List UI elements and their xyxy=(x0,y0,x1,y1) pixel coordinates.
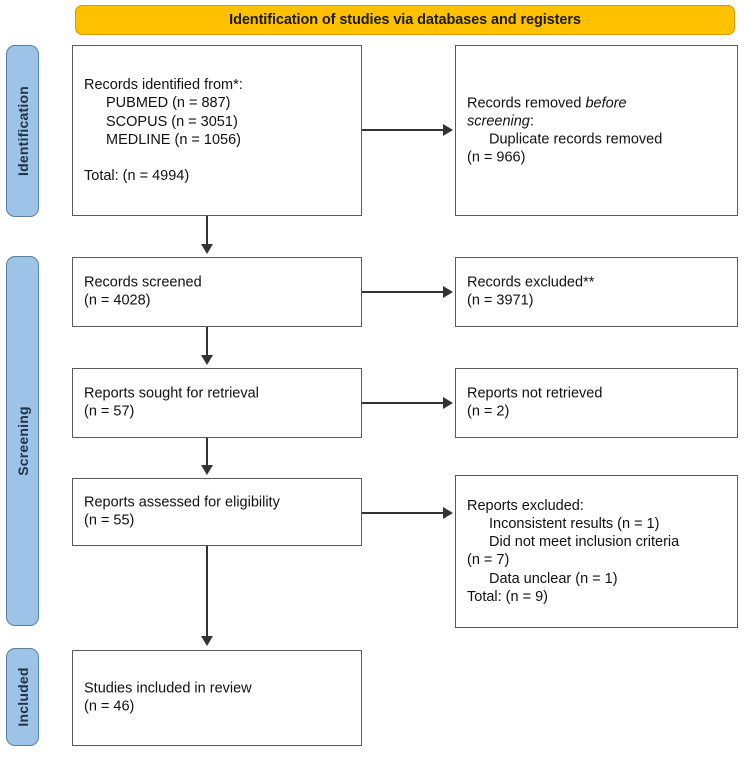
reports-assessed-n: (n = 55) xyxy=(84,513,135,529)
arrowhead-screened-to-excluded xyxy=(443,286,453,298)
stage-label-identification: Identification xyxy=(14,86,31,176)
studies-included-title: Studies included in review xyxy=(84,680,252,697)
box-reports-excluded-text: Reports excluded:Inconsistent results (n… xyxy=(467,497,731,607)
reports-sought-n: (n = 57) xyxy=(84,404,135,420)
box-reports-not-retrieved-text: Reports not retrieved (n = 2) xyxy=(467,385,731,422)
stage-bar-included: Included xyxy=(6,648,39,746)
stage-label-screening: Screening xyxy=(14,406,31,476)
arrowhead-sought-to-assessed xyxy=(201,465,213,475)
connector-sought-to-assessed xyxy=(206,438,208,467)
box-studies-included: Studies included in review (n = 46) xyxy=(72,650,362,746)
reports-not-retrieved-title: Reports not retrieved xyxy=(467,385,603,402)
connector-assessed-to-excluded xyxy=(362,512,443,514)
box-records-excluded: Records excluded** (n = 3971) xyxy=(455,257,738,327)
connector-screened-to-excluded xyxy=(362,291,443,293)
records-removed-detail: Duplicate records removed xyxy=(489,131,663,148)
arrowhead-identified-to-screened xyxy=(201,244,213,254)
box-reports-sought: Reports sought for retrieval (n = 57) xyxy=(72,368,362,438)
connector-sought-to-not-retrieved xyxy=(362,402,443,404)
connector-identified-to-removed xyxy=(362,129,443,131)
box-records-excluded-text: Records excluded** (n = 3971) xyxy=(467,274,731,311)
records-removed-line1-plain: Records removed xyxy=(467,94,586,111)
box-reports-assessed-text: Reports assessed for eligibility (n = 55) xyxy=(84,494,355,531)
stage-label-included: Included xyxy=(14,667,31,727)
connector-assessed-to-included xyxy=(206,546,208,638)
stage-bar-identification: Identification xyxy=(6,45,39,217)
arrowhead-identified-to-removed xyxy=(443,124,453,136)
arrowhead-sought-to-not-retrieved xyxy=(443,397,453,409)
box-records-identified: Records identified from*: PUBMED (n = 887… xyxy=(72,45,362,216)
reports-excluded-reason-criteria: Did not meet inclusion criteria xyxy=(489,534,680,551)
records-identified-title: Records identified from*: xyxy=(84,77,243,93)
diagram-header-banner: Identification of studies via databases … xyxy=(75,5,735,35)
stage-bar-screening: Screening xyxy=(6,256,39,626)
reports-excluded-reason-inconsistent: Inconsistent results (n = 1) xyxy=(489,515,660,532)
records-excluded-n: (n = 3971) xyxy=(467,293,534,309)
box-records-identified-text: Records identified from*: PUBMED (n = 887… xyxy=(84,76,355,186)
box-studies-included-text: Studies included in review (n = 46) xyxy=(84,680,355,717)
records-screened-n: (n = 4028) xyxy=(84,293,151,309)
records-removed-detail-n: (n = 966) xyxy=(467,149,526,166)
studies-included-n: (n = 46) xyxy=(84,699,135,715)
records-screened-title: Records screened xyxy=(84,274,202,291)
box-records-removed: Records removed before screening:Duplicat… xyxy=(455,45,738,216)
connector-screened-to-sought xyxy=(206,327,208,357)
box-reports-assessed: Reports assessed for eligibility (n = 55) xyxy=(72,478,362,546)
reports-excluded-title: Reports excluded: xyxy=(467,497,584,514)
reports-excluded-total: Total: (n = 9) xyxy=(467,589,548,606)
diagram-header-title: Identification of studies via databases … xyxy=(229,12,581,28)
box-records-screened-text: Records screened (n = 4028) xyxy=(84,274,355,311)
reports-sought-title: Reports sought for retrieval xyxy=(84,385,259,402)
records-identified-source-pubmed: PUBMED (n = 887) xyxy=(106,95,231,112)
box-reports-excluded: Reports excluded:Inconsistent results (n… xyxy=(455,475,738,628)
reports-excluded-reason-data-unclear: Data unclear (n = 1) xyxy=(489,570,618,587)
records-removed-line2-plain: : xyxy=(529,113,534,130)
records-identified-source-scopus: SCOPUS (n = 3051) xyxy=(106,113,238,130)
records-identified-source-medline: MEDLINE (n = 1056) xyxy=(106,131,241,148)
records-removed-line1-italic: before xyxy=(585,94,627,111)
reports-not-retrieved-n: (n = 2) xyxy=(467,404,510,420)
box-records-screened: Records screened (n = 4028) xyxy=(72,257,362,327)
box-reports-sought-text: Reports sought for retrieval (n = 57) xyxy=(84,385,355,422)
records-excluded-title: Records excluded** xyxy=(467,274,595,291)
arrowhead-screened-to-sought xyxy=(201,355,213,365)
connector-identified-to-screened xyxy=(206,216,208,246)
arrowhead-assessed-to-excluded xyxy=(443,507,453,519)
box-records-removed-text: Records removed before screening:Duplicat… xyxy=(467,94,731,167)
records-identified-total: Total: (n = 4994) xyxy=(84,168,190,185)
reports-excluded-reason-criteria-n: (n = 7) xyxy=(467,552,510,569)
reports-assessed-title: Reports assessed for eligibility xyxy=(84,494,280,511)
records-removed-line2-italic: screening xyxy=(467,113,530,130)
arrowhead-assessed-to-included xyxy=(201,636,213,646)
box-reports-not-retrieved: Reports not retrieved (n = 2) xyxy=(455,368,738,438)
